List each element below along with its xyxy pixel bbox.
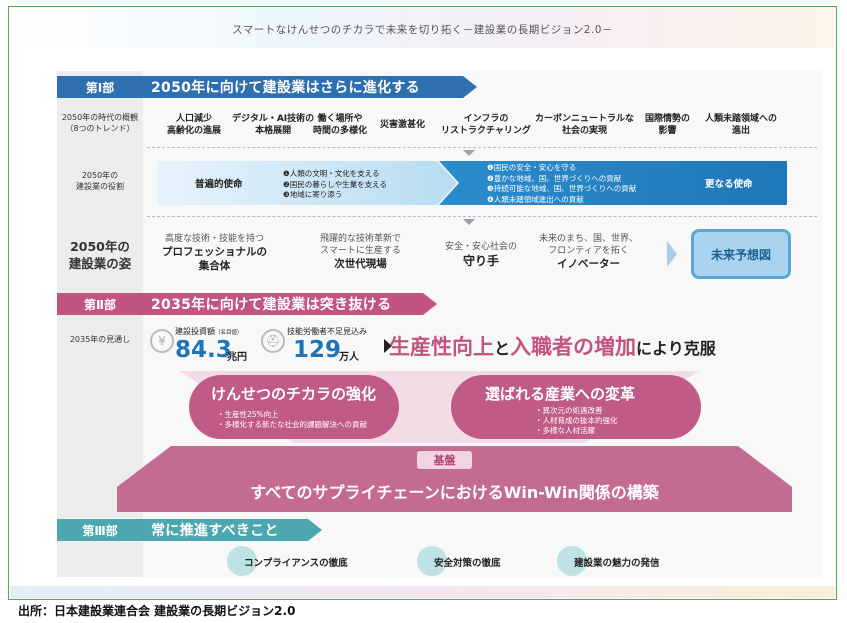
further-mission-items: ❶国民の安全・安心を守る ❷豊かな地域、国、世界づくりへの貢献 ❸持続可能な地域… xyxy=(487,163,637,204)
chevron-down-icon xyxy=(463,219,475,225)
banner-title: スマートなけんせつのチカラで未来を切り拓く－建設業の長期ビジョン2.0－ xyxy=(232,24,613,36)
overcome-statement: 生産性向上と入職者の増加により克服 xyxy=(389,335,716,359)
outlook-label: 2035年の見通し xyxy=(69,335,131,344)
universal-mission-head: 普遍的使命 xyxy=(195,179,243,190)
section1-part: 第Ⅰ部 xyxy=(85,80,115,95)
worker-icon: ⛑ xyxy=(261,329,285,353)
source-caption: 出所：日本建設業連合会 建設業の長期ビジョン2.0 xyxy=(18,604,296,618)
foundation-text: すべてのサプライチェーンにおけるWin-Win関係の構築 xyxy=(250,483,659,502)
labor-shortage-label: 技能労働者不足見込み xyxy=(287,327,367,336)
further-mission-band xyxy=(439,161,787,205)
section1-header: 第Ⅰ部 2050年に向けて建設業はさらに進化する xyxy=(57,76,477,98)
section2-header: 第Ⅱ部 2035年に向けて建設業は突き抜ける xyxy=(57,293,437,315)
trend-item: カーボンニュートラルな社会の実現 xyxy=(535,114,635,137)
labor-shortage-unit: 万人 xyxy=(339,352,359,363)
chevron-down-icon xyxy=(463,150,475,156)
trend-item: 国際情勢の影響 xyxy=(645,114,691,137)
section3-part: 第Ⅲ部 xyxy=(82,523,118,538)
investment-unit: 兆円 xyxy=(227,352,247,363)
future-forecast-button[interactable]: 未来予想図 xyxy=(691,229,791,279)
universal-mission-items: ❶人類の文明・文化を支える ❷国民の暮らしや生業を支える ❸地域に寄り添う xyxy=(283,169,387,199)
figure-item: 未来のまち、国、世界、 フロンティアを拓く イノベーター xyxy=(539,234,639,271)
figure-item: 飛躍的な技術革新で スマートに生産する 次世代現場 xyxy=(320,234,402,271)
investment-value: 84.3 xyxy=(175,337,232,363)
role-arrow: 普遍的使命 ❶人類の文明・文化を支える ❷国民の暮らしや生業を支える ❸地域に寄… xyxy=(157,161,787,205)
arrow-right-icon xyxy=(667,241,677,267)
divider xyxy=(147,147,817,148)
section2-part: 第Ⅱ部 xyxy=(84,297,116,312)
section3-title: 常に推進すべきこと xyxy=(151,523,279,539)
trend-item: 働く場所や時間の多様化 xyxy=(313,114,368,137)
strengthen-pill: けんせつのチカラの強化 ・生産性25%向上 ・多様化する新たな社会的課題解決への… xyxy=(189,375,399,439)
further-mission-head: 更なる使命 xyxy=(705,179,753,190)
figure-item: 安全・安心社会の 守り手 xyxy=(445,242,518,269)
figure-label: 2050年の 建設業の姿 xyxy=(68,239,132,271)
trend-item: 人口減少高齢化の進展 xyxy=(167,114,222,137)
circle-marker xyxy=(417,546,447,576)
figure-item: 高度な技術・技能を持つ プロフェッショナルの 集合体 xyxy=(162,234,267,273)
universal-mission-band xyxy=(157,161,457,205)
labor-shortage-value: 129 xyxy=(293,337,342,363)
trends-label: 2050年の時代の概観 （8つのトレンド） xyxy=(61,113,139,133)
foundation-tag: 基盤 xyxy=(417,451,472,469)
trend-item: インフラのリストラクチャリング xyxy=(441,114,531,137)
section1-title: 2050年に向けて建設業はさらに進化する xyxy=(151,80,420,96)
trend-item: デジタル・AI技術の本格展開 xyxy=(232,114,315,137)
trend-item: 人類未踏領域への進出 xyxy=(705,114,778,137)
bottom-band xyxy=(10,586,835,598)
section2-title: 2035年に向けて建設業は突き抜ける xyxy=(151,297,392,313)
circle-marker xyxy=(557,546,587,576)
top-banner: スマートなけんせつのチカラで未来を切り拓く－建設業の長期ビジョン2.0－ xyxy=(10,8,835,48)
transform-pill: 選ばれる産業への変革 ・異次元の処遇改善 ・人材育成の抜本的強化 ・多様な人材活… xyxy=(451,375,701,439)
circle-marker xyxy=(227,546,257,576)
investment-label: 建設投資額（名目値） xyxy=(175,327,243,336)
figure-frame: スマートなけんせつのチカラで未来を切り拓く－建設業の長期ビジョン2.0－ 第Ⅰ部… xyxy=(8,6,837,600)
arrow-right-icon xyxy=(384,339,392,353)
role-label: 2050年の 建設業の役割 xyxy=(76,171,124,191)
section3-header: 第Ⅲ部 常に推進すべきこと xyxy=(57,519,322,541)
trend-item: 災害激甚化 xyxy=(380,120,426,130)
vision-panel: 第Ⅰ部 2050年に向けて建設業はさらに進化する 2050年の時代の概観 （8つ… xyxy=(57,71,822,577)
divider xyxy=(147,216,817,217)
yen-coins-icon: ¥ xyxy=(150,329,174,353)
